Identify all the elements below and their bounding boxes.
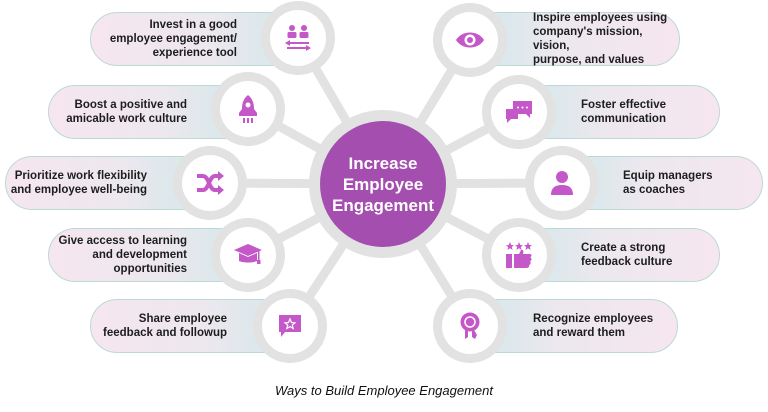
- icon-node: [211, 72, 285, 146]
- icon-node: [482, 75, 556, 149]
- pill-label: Inspire employees using company's missio…: [533, 12, 668, 66]
- pill-label: Prioritize work flexibility and employee…: [10, 170, 147, 196]
- icon-node: [253, 289, 327, 363]
- center-hub: Increase Employee Engagement: [320, 121, 446, 247]
- pill-label: Boost a positive and amicable work cultu…: [66, 99, 187, 125]
- pill-label: Foster effective communication: [581, 99, 667, 125]
- icon-node: [433, 289, 507, 363]
- pill-label: Create a strong feedback culture: [581, 242, 673, 268]
- pill-label: Equip managers as coaches: [623, 170, 713, 196]
- icon-node: [433, 3, 507, 77]
- chat-bubbles-icon: [506, 101, 532, 123]
- users-swap-icon: [285, 25, 311, 51]
- pill-label: Give access to learning and development …: [58, 235, 187, 275]
- pill-label: Invest in a good employee engagement/ ex…: [109, 19, 237, 59]
- rocket-icon: [239, 95, 257, 123]
- icon-node: [173, 146, 247, 220]
- shuffle-icon: [197, 171, 224, 195]
- user-icon: [551, 171, 573, 195]
- graduation-cap-icon: [234, 244, 262, 264]
- icon-node: [261, 1, 335, 75]
- diagram-caption: Ways to Build Employee Engagement: [275, 383, 493, 398]
- icon-node: [211, 218, 285, 292]
- center-title: Increase Employee Engagement: [331, 153, 435, 215]
- stars-thumbs-up-icon: [506, 242, 532, 268]
- icon-node: [525, 146, 599, 220]
- pill-label: Recognize employees and reward them: [533, 313, 654, 339]
- icon-node: [482, 218, 556, 292]
- award-ribbon-icon: [460, 312, 480, 339]
- star-message-icon: [279, 315, 301, 337]
- pill-label: Share employee feedback and followup: [103, 313, 227, 339]
- eye-icon: [456, 32, 484, 48]
